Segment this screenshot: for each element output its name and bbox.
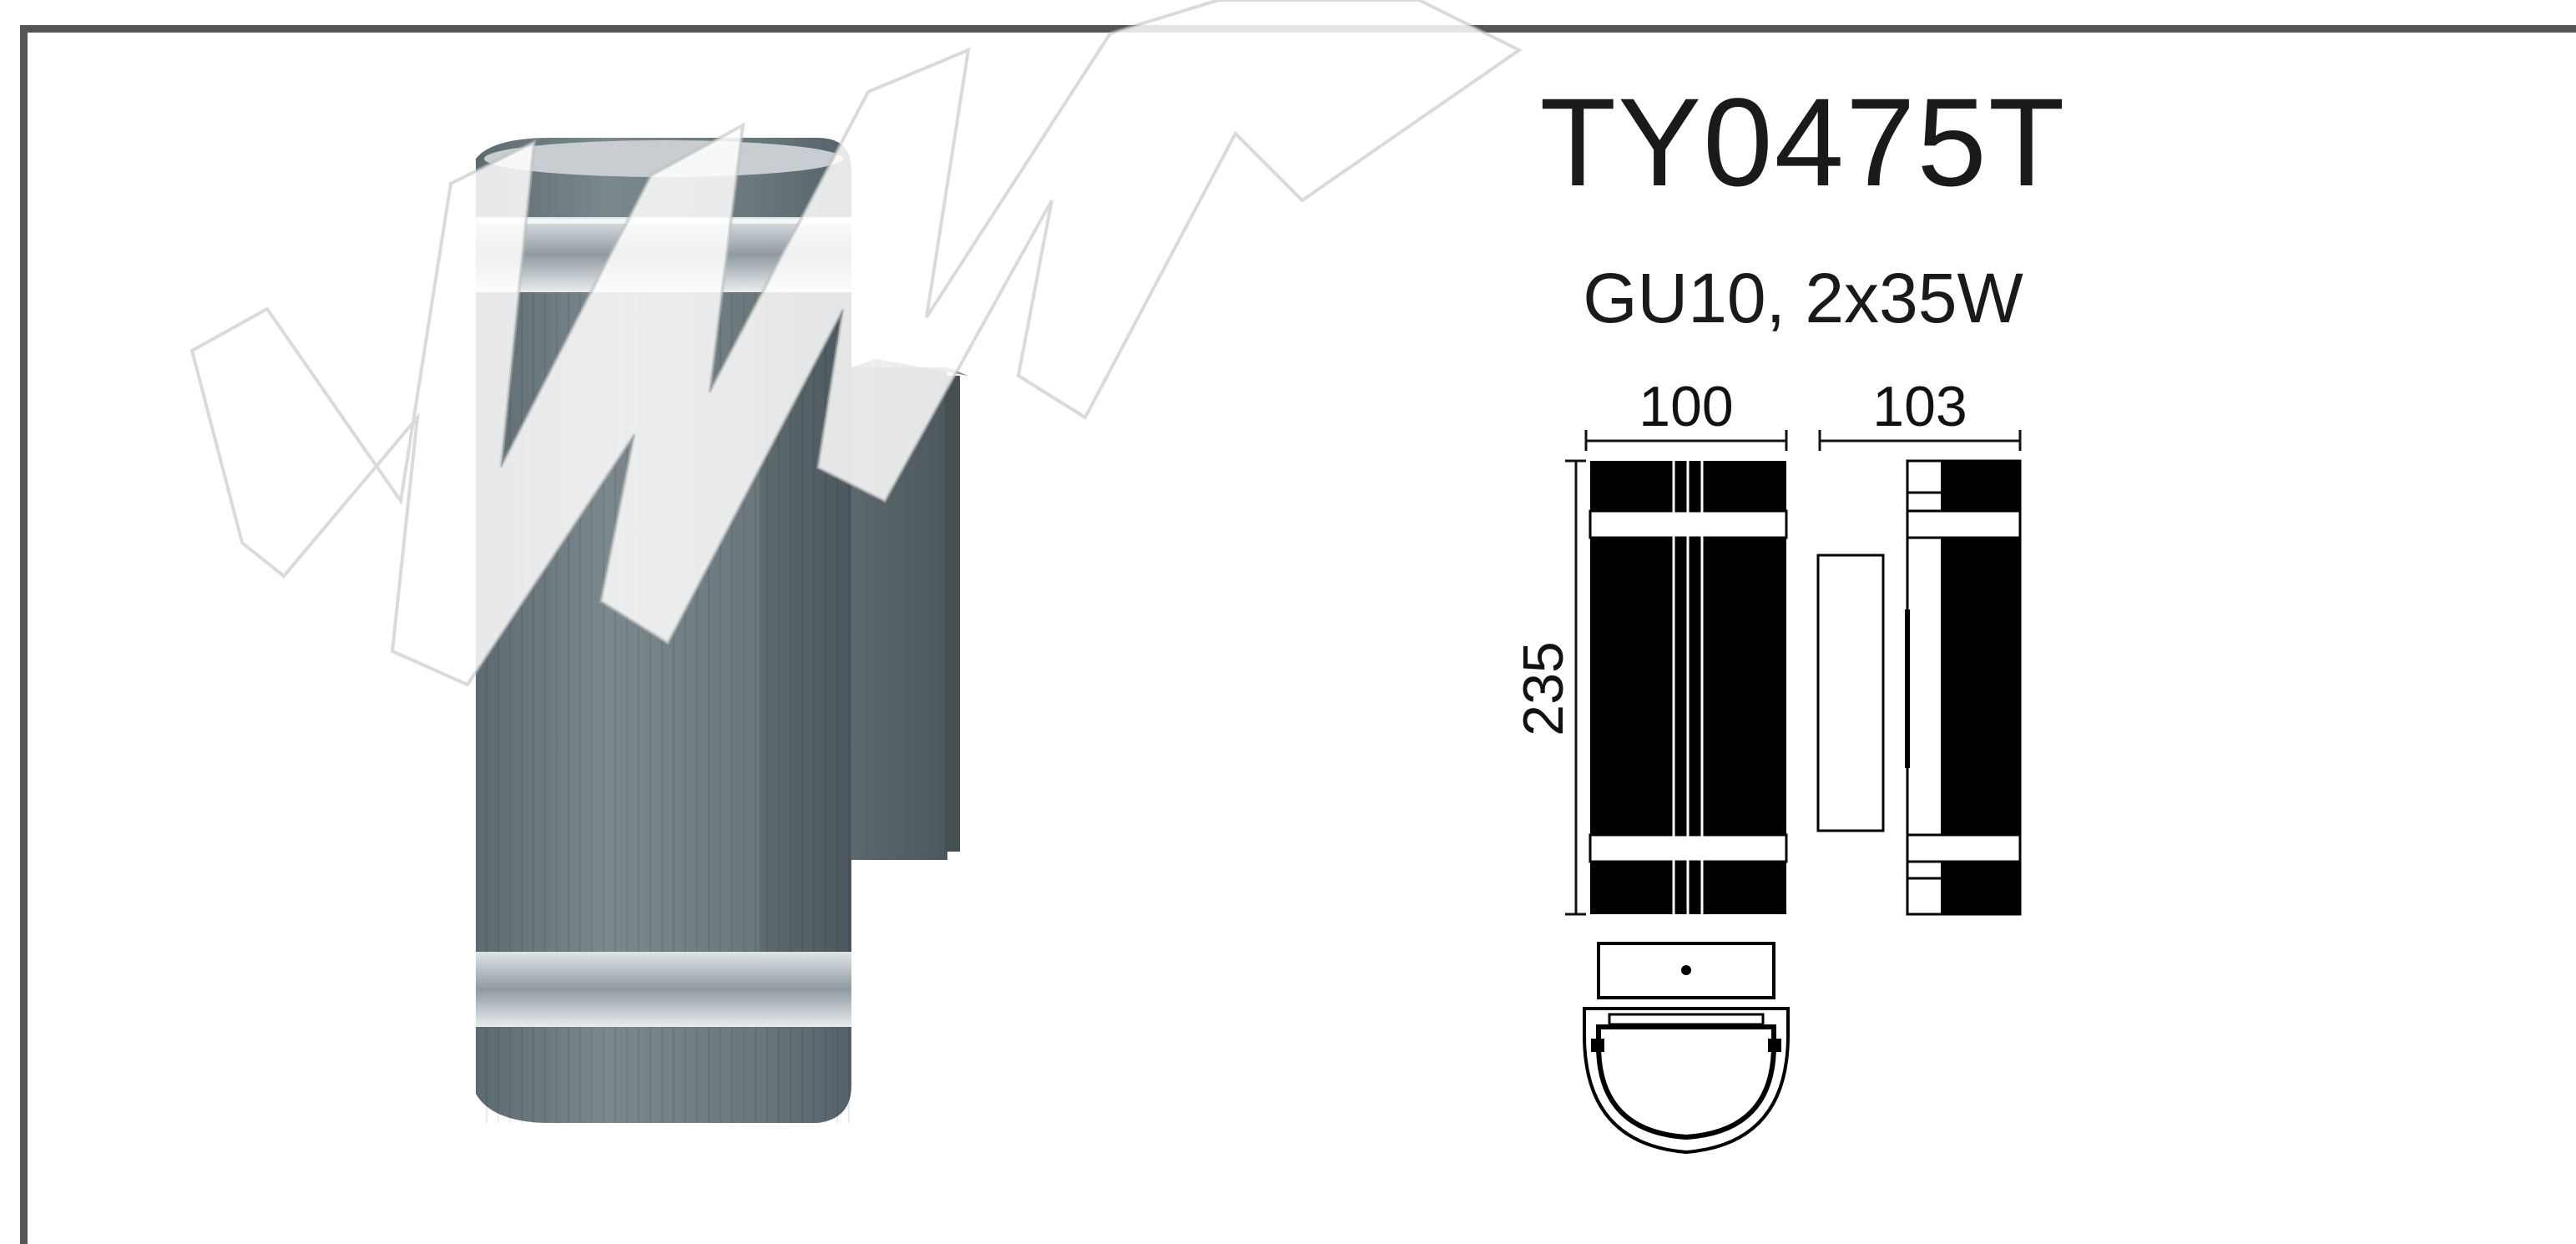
height-label: 235 <box>1512 641 1575 736</box>
side-view <box>1816 459 2022 916</box>
product-photo <box>476 138 968 1123</box>
front-view <box>1589 461 1788 914</box>
main-body <box>476 292 851 952</box>
width-label: 100 <box>1639 375 1733 438</box>
spec-text: GU10, 2x35W <box>1583 259 2023 337</box>
page-frame <box>20 25 2576 1244</box>
lower-cap <box>476 952 851 1123</box>
height-dimension <box>1565 459 1586 916</box>
depth-label: 103 <box>1872 375 1967 438</box>
top-view <box>1583 942 1790 1155</box>
product-sheet: TY0475T GU10, 2x35W 100 103 235 <box>20 0 2576 1244</box>
wall-bracket <box>851 359 968 860</box>
width-dimension <box>1584 430 1788 451</box>
model-title: TY0475T <box>1539 72 2067 212</box>
technical-drawing: 100 103 235 <box>1512 375 2022 1155</box>
upper-cap <box>476 138 851 292</box>
depth-dimension <box>1818 430 2022 451</box>
